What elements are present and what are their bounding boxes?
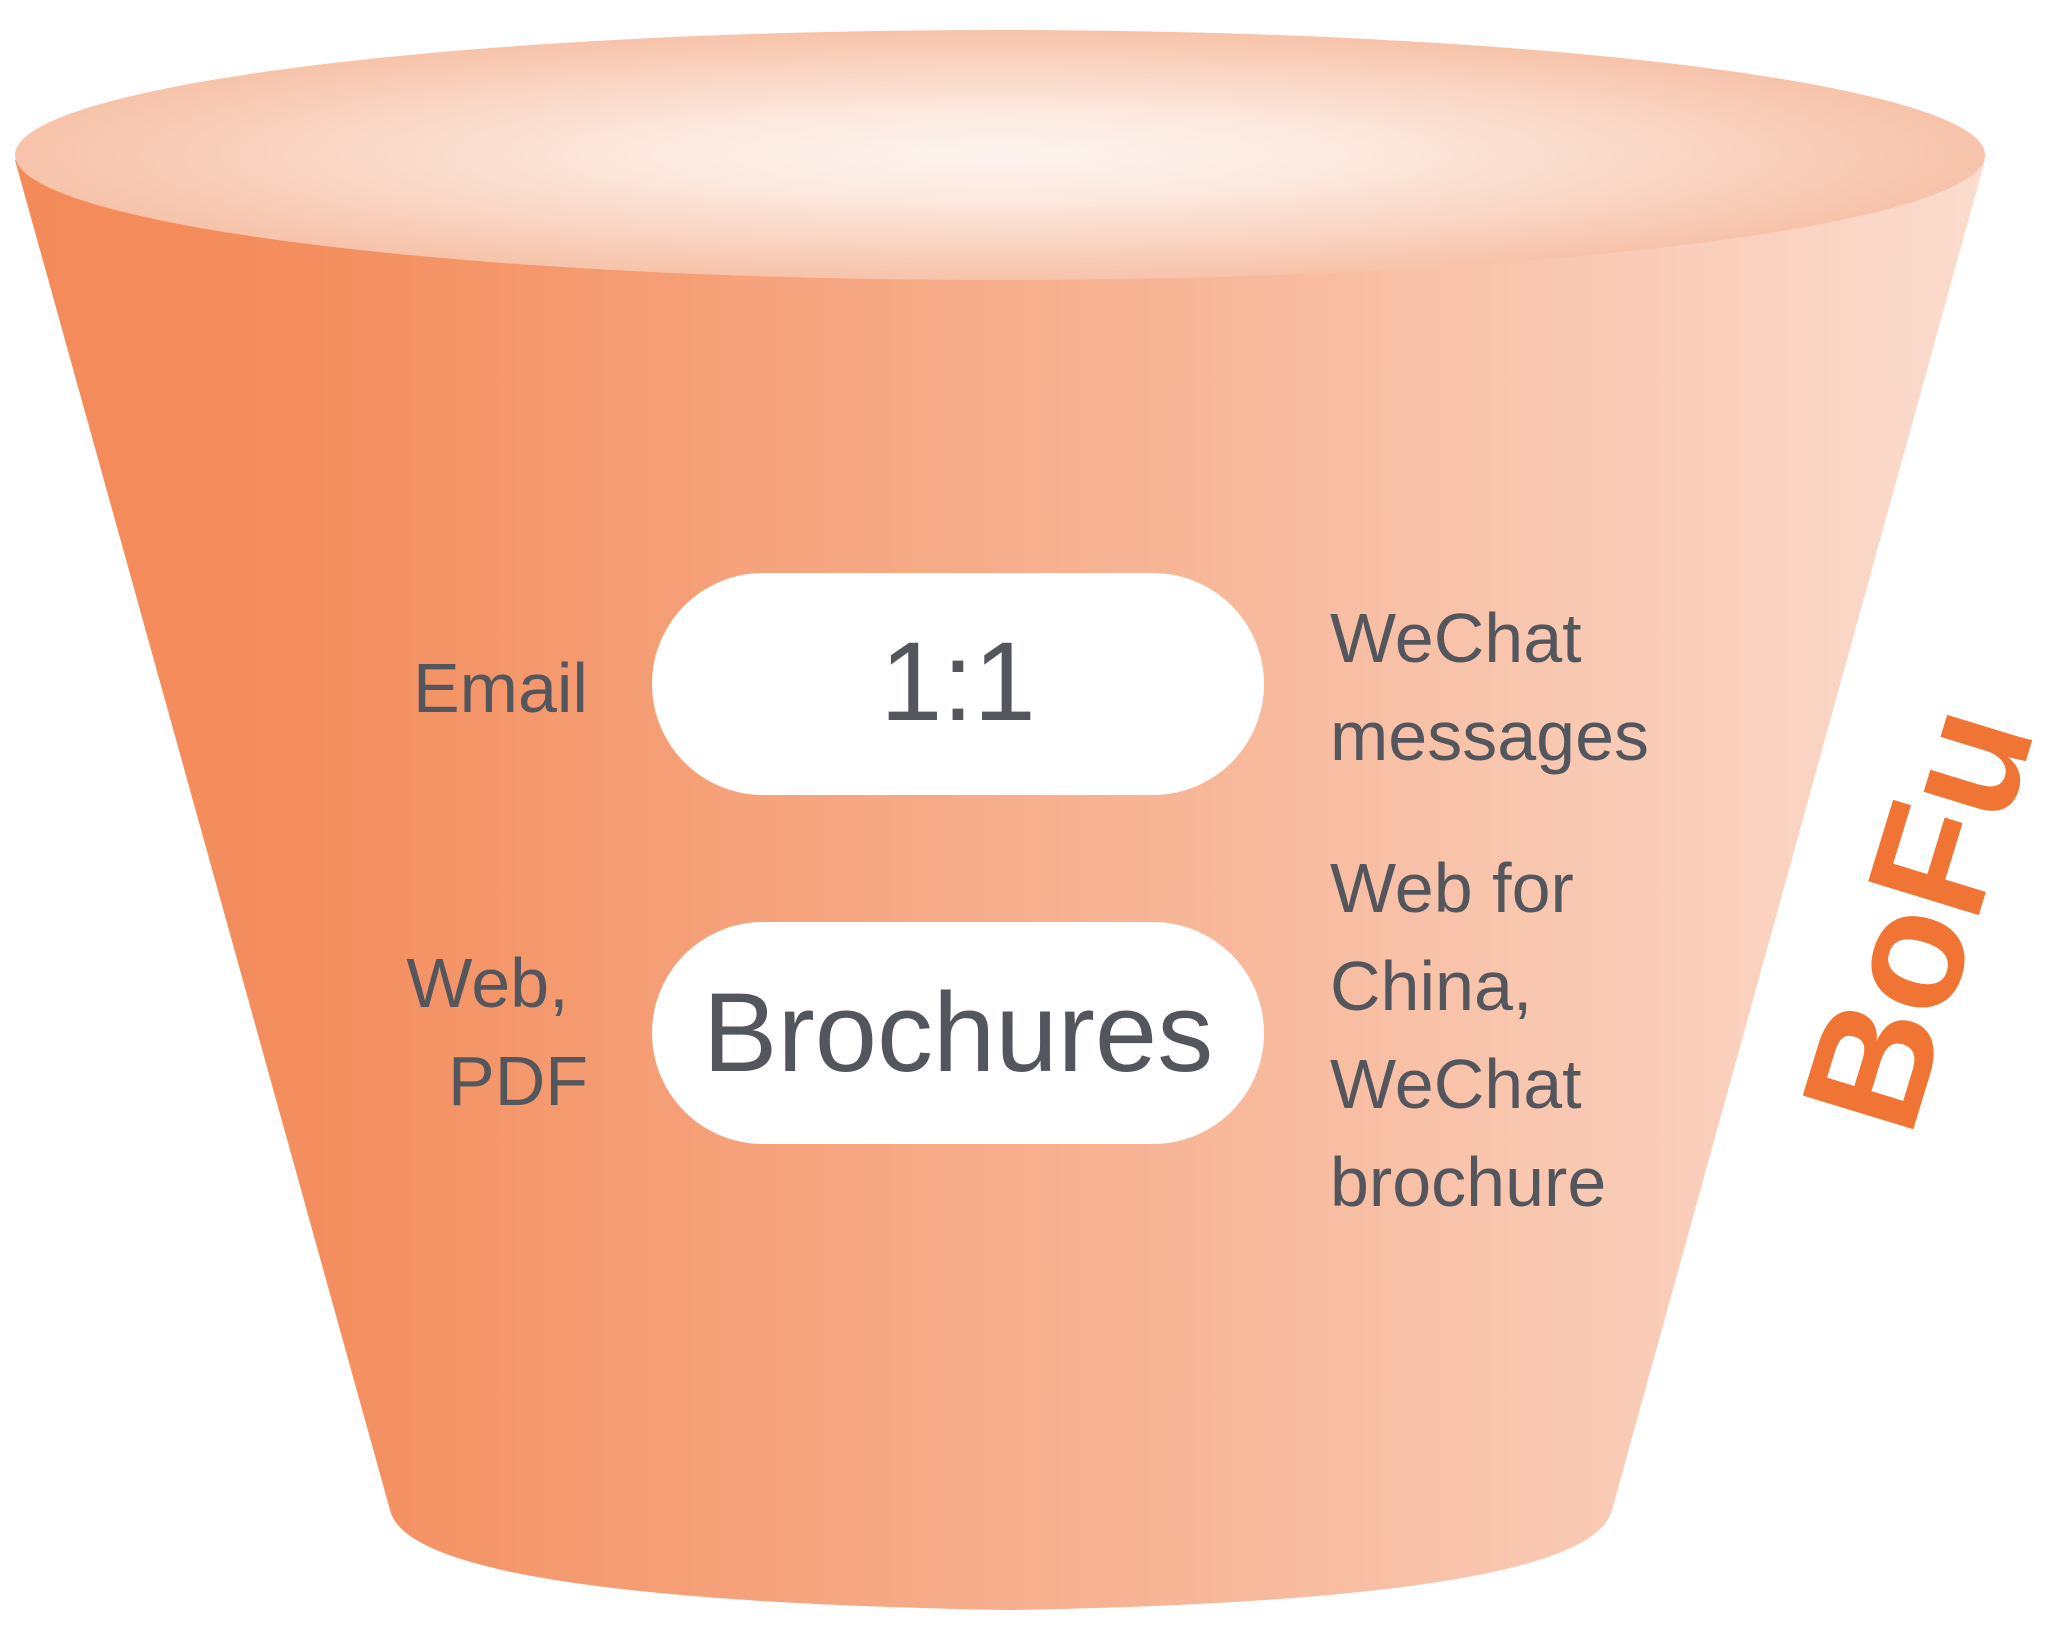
- pill-brochures-label: Brochures: [703, 970, 1213, 1095]
- funnel-rim: [15, 30, 1985, 280]
- funnel-row-1: 1:1 Email WeChat messages: [413, 573, 1649, 795]
- funnel-row-2: Brochures Web, PDF Web for China, WeChat…: [406, 849, 1606, 1221]
- pill-brochures: [652, 922, 1264, 1144]
- right-label-wechat-messages: WeChat messages: [1330, 599, 1649, 775]
- funnel-body: [15, 160, 1985, 1610]
- pill-one-to-one-label: 1:1: [880, 619, 1036, 744]
- pill-one-to-one: [652, 573, 1264, 795]
- right-label-web-china-wechat-brochure: Web for China, WeChat brochure: [1330, 849, 1606, 1221]
- left-label-web-pdf: Web, PDF: [406, 944, 588, 1120]
- left-label-email: Email: [413, 649, 588, 727]
